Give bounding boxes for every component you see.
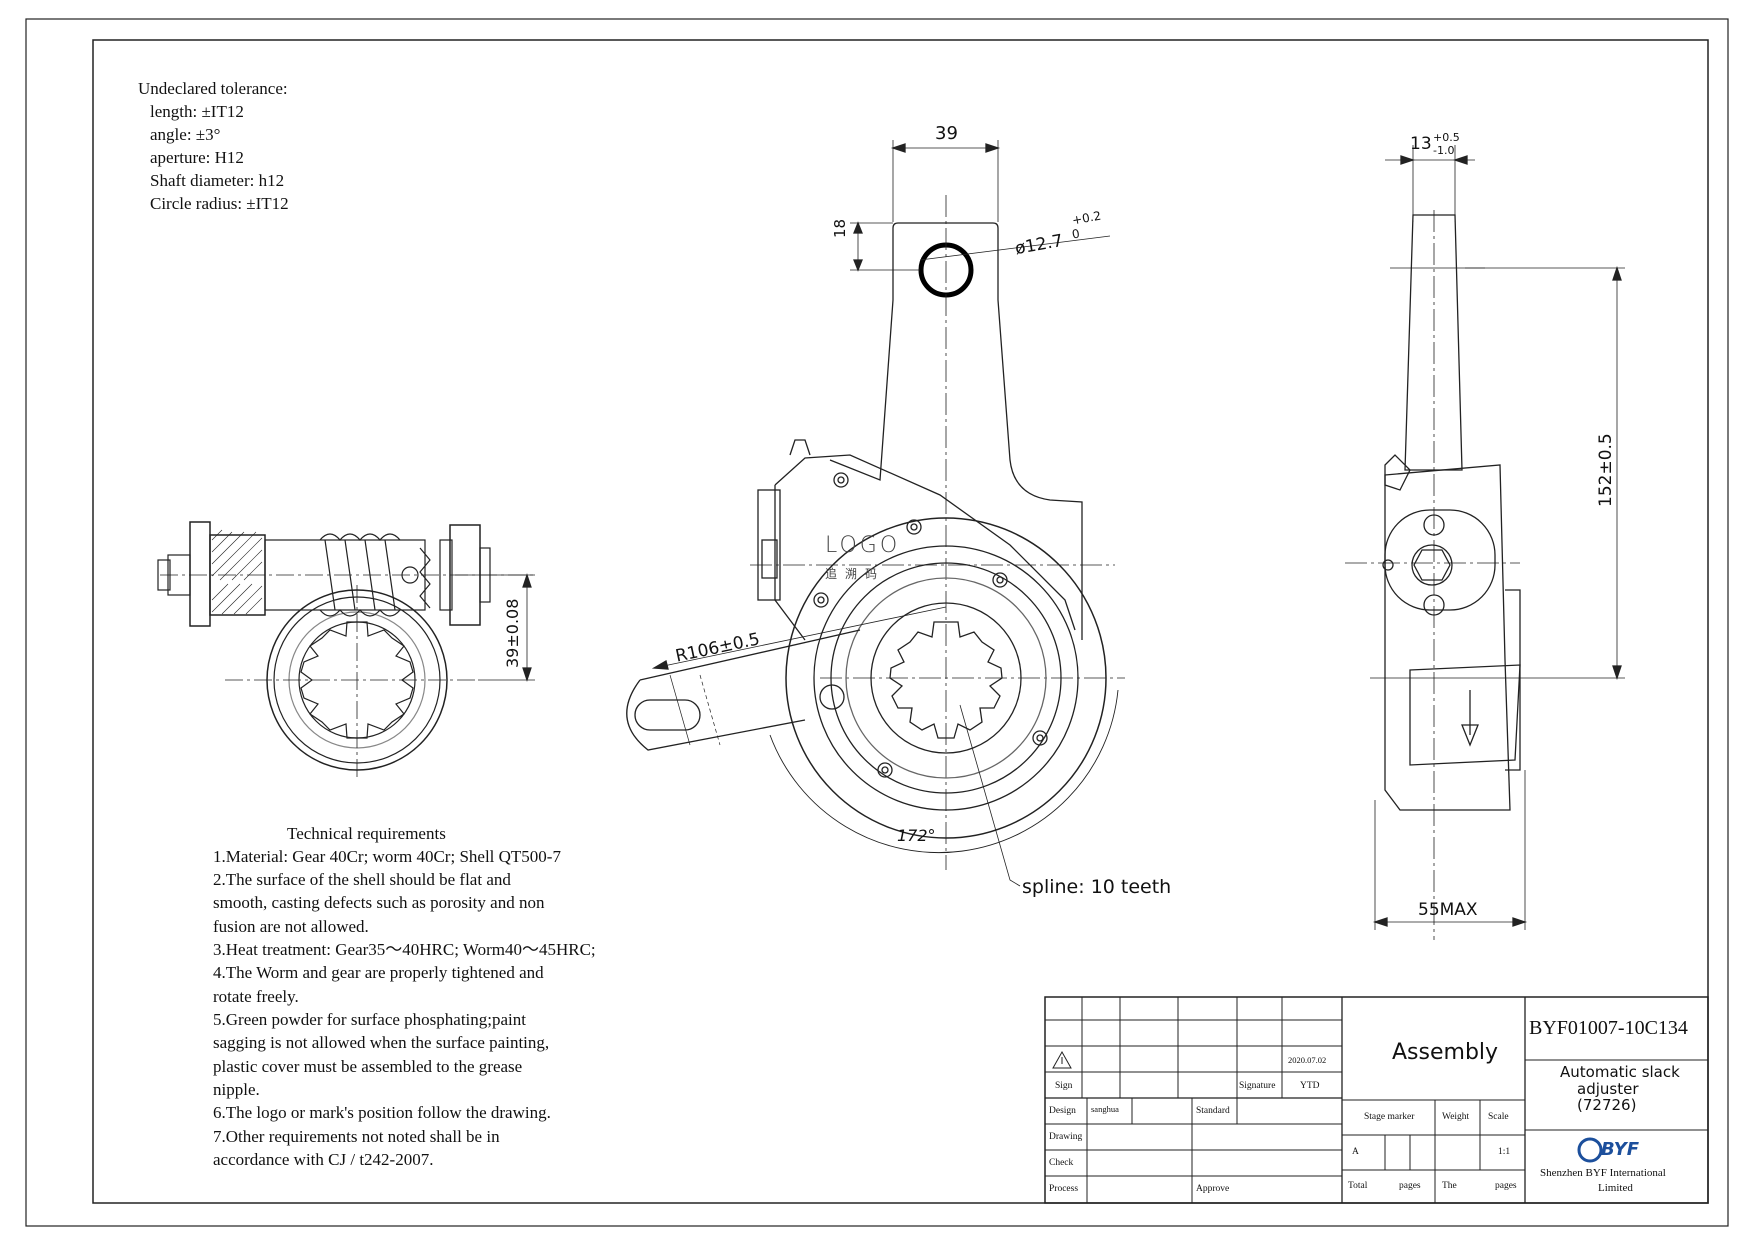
tb-process: Process <box>1049 1184 1079 1194</box>
tb-the: The <box>1442 1181 1457 1191</box>
tb-company-2: Limited <box>1598 1182 1633 1194</box>
tb-pages: pages <box>1399 1181 1421 1191</box>
tb-date: 2020.07.02 <box>1288 1055 1327 1065</box>
tb-signature: Signature <box>1239 1081 1276 1091</box>
technical-line: 3.Heat treatment: Gear35～40HRC; Worm40～4… <box>213 940 596 959</box>
slack-adjuster-side-view <box>1345 145 1625 940</box>
tb-weight: Weight <box>1442 1112 1470 1122</box>
tb-brand-logo: BYF <box>1601 1139 1640 1160</box>
tb-sign: Sign <box>1055 1081 1073 1091</box>
technical-line: fusion are not allowed. <box>213 917 369 936</box>
tolerance-line: length: ±IT12 <box>150 102 244 121</box>
tb-standard: Standard <box>1196 1106 1230 1116</box>
title-block <box>1044 996 1709 1204</box>
tb-part-number: BYF01007-10C134 <box>1529 1017 1688 1039</box>
technical-line: smooth, casting defects such as porosity… <box>213 893 545 912</box>
technical-title: Technical requirements <box>287 824 446 843</box>
tb-part-code: (72726) <box>1577 1096 1637 1114</box>
tolerance-line: Circle radius: ±IT12 <box>150 194 289 213</box>
dim-side-tol-minus: -1.0 <box>1433 144 1455 157</box>
tb-total: Total <box>1348 1181 1368 1191</box>
technical-line: 2.The surface of the shell should be fla… <box>213 870 511 889</box>
tb-pages-2: pages <box>1495 1181 1517 1191</box>
dim-hole-height: 18 <box>831 218 849 238</box>
tb-scale: Scale <box>1488 1112 1509 1122</box>
slack-adjuster-front-view <box>626 140 1125 887</box>
tb-approve: Approve <box>1196 1184 1230 1194</box>
technical-line: rotate freely. <box>213 987 299 1006</box>
inner-border <box>92 39 1709 1204</box>
tolerance-line: angle: ±3° <box>150 125 221 144</box>
tb-check: Check <box>1049 1158 1074 1168</box>
tb-designer: sanghua <box>1091 1104 1119 1114</box>
tolerance-line: Shaft diameter: h12 <box>150 171 285 190</box>
tb-design: Design <box>1049 1106 1076 1116</box>
tb-part-name-1: Automatic slack <box>1560 1063 1680 1081</box>
tb-part-name-2: adjuster <box>1577 1080 1639 1098</box>
tolerance-line: aperture: H12 <box>150 148 244 167</box>
logo-mark: LOGO <box>825 533 901 558</box>
technical-line: nipple. <box>213 1080 260 1099</box>
technical-line: accordance with CJ / t242-2007. <box>213 1150 434 1169</box>
spline-note: spline: 10 teeth <box>1022 876 1172 898</box>
dim-top-width: 39 <box>935 123 958 144</box>
worm-gear-section-view <box>157 521 535 778</box>
traceability-code-mark: 追溯码 <box>825 567 886 581</box>
technical-line: sagging is not allowed when the surface … <box>213 1033 550 1052</box>
tb-assembly: Assembly <box>1392 1040 1499 1065</box>
technical-line: 4.The Worm and gear are properly tighten… <box>213 963 544 982</box>
dim-worm-offset: 39±0.08 <box>503 598 522 668</box>
tolerance-title: Undeclared tolerance: <box>138 79 288 98</box>
technical-line: 1.Material: Gear 40Cr; worm 40Cr; Shell … <box>213 847 561 866</box>
dim-side-length: 152±0.5 <box>1596 433 1616 507</box>
dim-side-width: 55MAX <box>1418 900 1478 920</box>
tb-company-1: Shenzhen BYF International <box>1540 1167 1666 1179</box>
outer-border <box>25 18 1729 1227</box>
tb-ytd: YTD <box>1300 1081 1320 1091</box>
technical-line: plastic cover must be assembled to the g… <box>213 1057 523 1076</box>
tb-stage-marker: Stage marker <box>1364 1112 1415 1122</box>
dim-side-tol-plus: +0.5 <box>1433 131 1460 144</box>
technical-line: 7.Other requirements not noted shall be … <box>213 1127 500 1146</box>
dim-angle: 172° <box>897 826 936 845</box>
dim-side-thickness: 13 <box>1410 134 1432 154</box>
tb-scale-value: 1:1 <box>1498 1147 1511 1157</box>
technical-line: 6.The logo or mark's position follow the… <box>213 1103 551 1122</box>
technical-line: 5.Green powder for surface phosphating;p… <box>213 1010 526 1029</box>
tb-drawing: Drawing <box>1049 1132 1083 1142</box>
tb-stage-value: A <box>1352 1147 1359 1157</box>
